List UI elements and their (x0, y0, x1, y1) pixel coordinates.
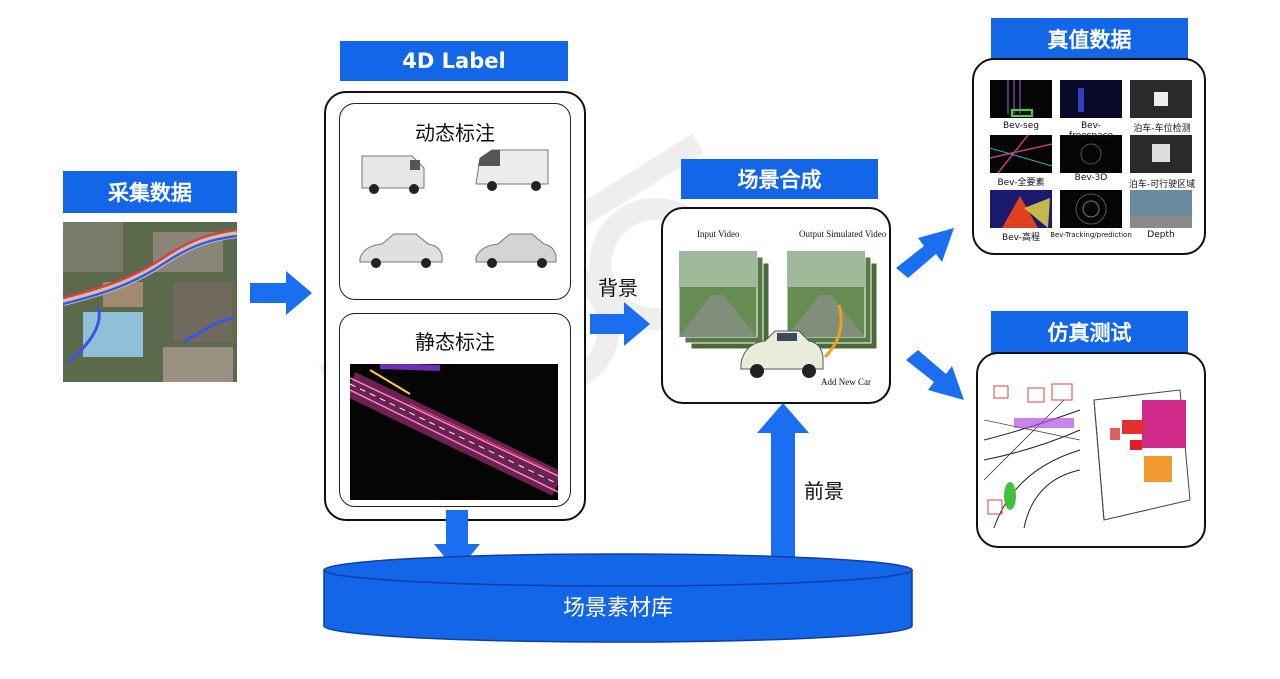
foreground-label: 前景 (804, 479, 844, 503)
truth-thumb-label: Depth (1147, 230, 1175, 240)
synth-panel: Input Video Output Simulated Video Add N… (661, 207, 891, 404)
static-label-panel: 静态标注 (339, 313, 571, 507)
scene-library-cylinder (322, 552, 914, 644)
truth-thumb-label: Bev-3D (1074, 173, 1108, 183)
truth-thumb-label: 泊车-可行驶区域 (1128, 180, 1196, 190)
arrow-up-icon (757, 403, 809, 559)
label4d-banner: 4D Label (340, 41, 568, 81)
background-label: 背景 (598, 276, 638, 300)
truth-thumb-label: Bev-seg (1003, 121, 1039, 131)
synth-banner: 场景合成 (681, 159, 878, 199)
static-label-title: 静态标注 (415, 330, 495, 354)
synth-video-frames-image (678, 250, 878, 378)
scene-library-label: 场景素材库 (562, 596, 673, 621)
collect-banner: 采集数据 (63, 171, 237, 213)
sim-render-image (984, 380, 1191, 528)
truth-thumbnails-image (989, 80, 1192, 228)
sim-banner: 仿真测试 (991, 311, 1188, 353)
truth-thumb-label: Bev-Tracking/prediction (1050, 231, 1132, 239)
dynamic-label-title: 动态标注 (415, 121, 495, 145)
arrow-downright-icon (906, 346, 964, 400)
input-video-label: Input Video (697, 229, 740, 239)
truth-thumb-label: 泊车-车位检测 (1133, 124, 1191, 134)
dynamic-label-panel: 动态标注 (339, 103, 571, 300)
truth-thumb-label: Bev-高程 (1001, 233, 1041, 243)
truth-banner: 真值数据 (991, 18, 1188, 60)
vehicle-models-image (359, 149, 557, 268)
sim-panel (976, 352, 1206, 548)
arrow-right-icon (590, 302, 650, 346)
satellite-map-image (63, 222, 237, 382)
truth-thumb-label: Bev-freespace (1068, 121, 1114, 141)
output-video-label: Output Simulated Video (799, 229, 887, 239)
arrow-right-icon (250, 271, 312, 315)
lane-map-image (350, 364, 558, 500)
arrow-upright-icon (896, 228, 954, 282)
truth-thumb-label: Bev-全要素 (997, 178, 1045, 188)
truth-panel: Bev-seg Bev-freespace 泊车-车位检测 Bev-全要素 Be… (972, 58, 1206, 255)
add-new-car-label: Add New Car (821, 377, 871, 387)
